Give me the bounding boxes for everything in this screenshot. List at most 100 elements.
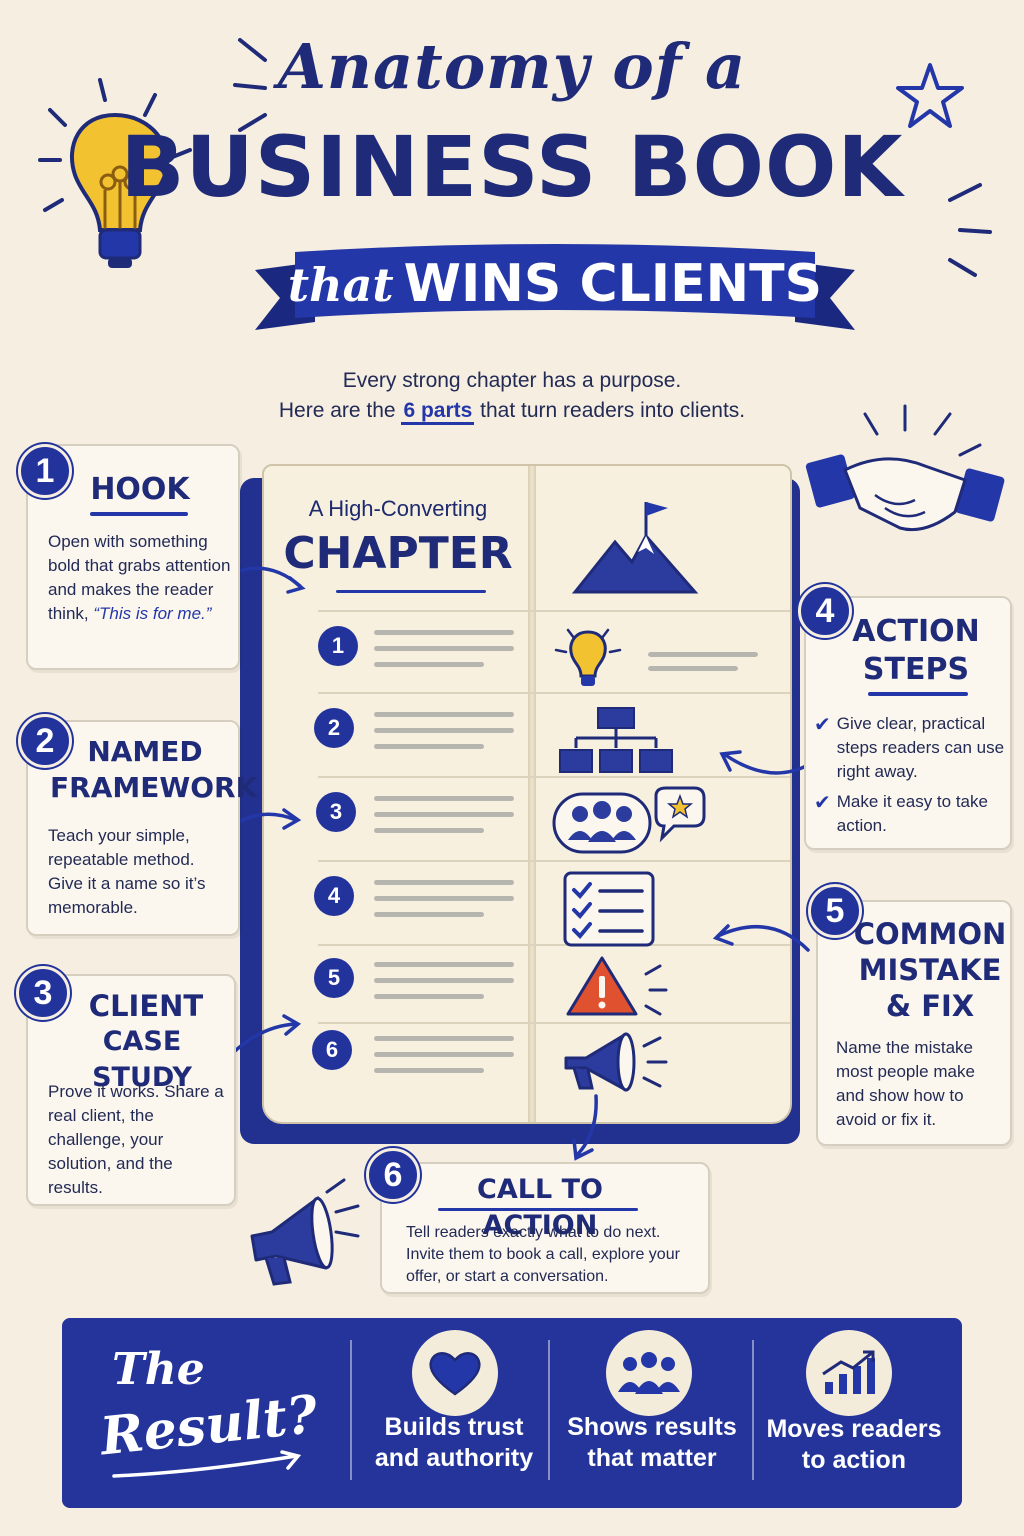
megaphone-icon: [250, 1178, 360, 1286]
book-title-underline: [336, 590, 486, 593]
idea-bulb-icon: [554, 628, 758, 686]
result-divider: [350, 1340, 352, 1480]
book-big-title: CHAPTER: [283, 528, 513, 579]
lightbulb-icon: [38, 78, 192, 268]
book-row-divider: [318, 692, 790, 694]
result-item-1-line-2: and authority: [374, 1444, 534, 1472]
book-small-title: A High-Converting: [308, 496, 488, 521]
card-cta-title: CALL TO ACTION: [477, 1174, 603, 1241]
result-divider: [752, 1340, 754, 1480]
text-line: [374, 1068, 484, 1073]
card-action-item-2: Make it easy to take action.: [836, 792, 988, 835]
result-item-2-line-1: Shows results: [567, 1413, 737, 1441]
card-action-item-1: Give clear, practical steps readers can …: [836, 714, 1005, 781]
text-line: [374, 796, 514, 801]
result-item-2: Shows results that matter: [560, 1412, 744, 1474]
result-divider: [548, 1340, 550, 1480]
text-line: [374, 896, 514, 901]
book-row-divider: [318, 610, 790, 612]
text-line: [374, 630, 514, 635]
card-hook-text: Open with something bold that grabs atte…: [48, 532, 231, 623]
card-mistake-title-1: COMMON: [853, 917, 1007, 951]
book-row-number: 6: [312, 1030, 352, 1070]
text-line: [374, 1052, 514, 1057]
book-row-number: 4: [314, 876, 354, 916]
text-line: [374, 912, 484, 917]
text-line: [374, 978, 514, 983]
title-banner: [255, 244, 855, 330]
result-item-2-line-2: that matter: [587, 1444, 717, 1472]
swoosh-arrow: [112, 1450, 302, 1478]
text-line: [374, 744, 484, 749]
checklist-icon: [563, 871, 655, 947]
book-row-divider: [318, 860, 790, 862]
handshake-icon: [805, 404, 1005, 532]
card-case-body: Prove it works. Share a real client, the…: [48, 1082, 224, 1197]
text-line: [374, 728, 514, 733]
book-row-divider: [318, 944, 790, 946]
card-cta-underline: [438, 1208, 638, 1211]
subtitle-line-2: Here are the 6 parts that turn readers i…: [0, 396, 1024, 426]
subtitle-emphasis: 6 parts: [401, 399, 475, 425]
card-cta-body: Tell readers exactly what to do next. In…: [406, 1224, 680, 1285]
card-cta: [380, 1162, 710, 1294]
subtitle-post: that turn readers into clients.: [480, 399, 746, 422]
card-hook-quote: “This is for me.”: [93, 604, 212, 623]
subtitle-line-1: Every strong chapter has a purpose.: [342, 369, 682, 392]
text-line: [374, 646, 514, 651]
mountain-flag-icon: [571, 502, 699, 594]
title-line-2: BUSINESS BOOK: [120, 118, 904, 216]
text-line: [374, 1036, 514, 1041]
book-row-number: 3: [316, 792, 356, 832]
card-case-badge: 3: [16, 966, 70, 1020]
check-icon: ✔: [814, 714, 831, 736]
result-item-3-line-1: Moves readers: [766, 1415, 942, 1443]
group-testimonial-icon: [552, 786, 706, 854]
card-mistake-title-3: & FIX: [885, 989, 975, 1023]
check-icon: ✔: [814, 792, 831, 814]
banner-small: that: [287, 258, 394, 312]
people-icon: [606, 1330, 692, 1416]
text-line: [374, 962, 514, 967]
subtitle-pre: Here are the: [278, 399, 396, 422]
book-row-divider: [318, 1022, 790, 1024]
book-spine: [528, 466, 536, 1122]
sparkle-lines-icon: [233, 38, 267, 132]
card-action-title-2: STEPS: [862, 652, 970, 687]
card-framework-badge: 2: [18, 714, 72, 768]
book-row-number: 2: [314, 708, 354, 748]
result-item-3: Moves readers to action: [764, 1414, 944, 1476]
heart-icon: [412, 1330, 498, 1416]
card-mistake-body: Name the mistake most people make and sh…: [836, 1038, 975, 1129]
megaphone-icon: [564, 1032, 668, 1092]
result-q-1: The: [112, 1344, 205, 1395]
card-action-steps: [804, 596, 1012, 850]
card-action-badge: 4: [798, 584, 852, 638]
star-icon: [896, 63, 992, 277]
card-framework-title-2: FRAMEWORK: [50, 771, 258, 804]
text-line: [374, 812, 514, 817]
result-item-3-line-2: to action: [801, 1446, 907, 1474]
text-line: [374, 994, 484, 999]
card-hook-body: Open with something bold that grabs atte…: [48, 530, 234, 626]
text-line: [374, 662, 484, 667]
growth-chart-icon: [806, 1330, 892, 1416]
card-framework-title-1: NAMED: [87, 735, 203, 768]
card-framework-body: Teach your simple, repeatable method. Gi…: [48, 826, 206, 917]
card-mistake-title-2: MISTAKE: [858, 953, 1002, 987]
card-action-item: ✔ Give clear, practical steps readers ca…: [814, 712, 1010, 784]
book-row-number: 1: [318, 626, 358, 666]
subtitle: Every strong chapter has a purpose. Here…: [0, 366, 1024, 426]
book-row-number: 5: [314, 958, 354, 998]
book-page-left: [262, 464, 534, 1124]
card-hook-title: HOOK: [90, 472, 190, 507]
book-row-divider: [318, 776, 790, 778]
org-chart-icon: [559, 707, 673, 773]
card-case-title-2: CASE STUDY: [92, 1026, 192, 1093]
text-line: [374, 712, 514, 717]
text-line: [374, 828, 484, 833]
text-line: [374, 880, 514, 885]
title-line-1: Anatomy of a: [277, 30, 747, 103]
card-hook-underline: [90, 512, 188, 516]
